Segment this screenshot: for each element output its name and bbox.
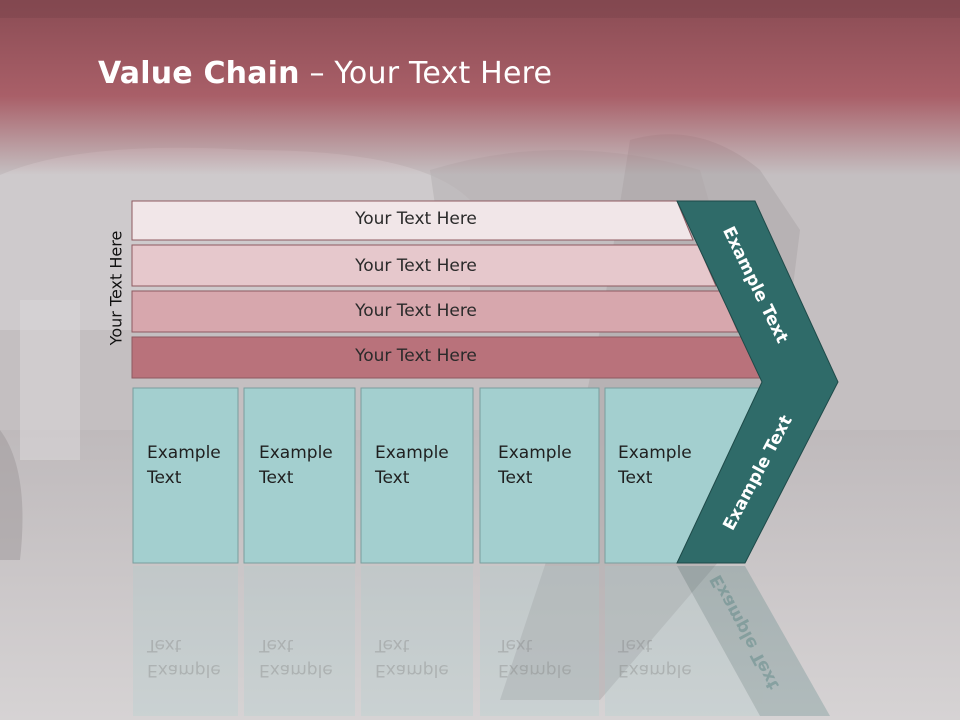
column-label-2: Example Text xyxy=(259,441,333,491)
column-reflection-4-line2: Text xyxy=(498,635,533,655)
bar-shape-2 xyxy=(131,244,717,287)
column-label-3: Example Text xyxy=(375,441,449,491)
title-rest: – Your Text Here xyxy=(299,56,553,91)
column-reflection-1-line1: Example xyxy=(147,660,221,680)
column-shape-1 xyxy=(132,387,239,564)
title-bold: Value Chain xyxy=(98,56,300,91)
column-reflection-5-line2: Text xyxy=(618,635,653,655)
bar-label-3: Your Text Here xyxy=(355,301,477,321)
column-reflection-2: Example Text xyxy=(259,632,333,682)
column-label-2-line1: Example xyxy=(259,443,333,463)
column-reflection-5: Example Text xyxy=(618,632,692,682)
column-reflection-4: Example Text xyxy=(498,632,572,682)
column-shape-4 xyxy=(479,387,600,564)
chevron-shape xyxy=(676,200,839,564)
column-shape-2 xyxy=(243,387,356,564)
column-label-1-line2: Text xyxy=(147,468,182,488)
column-label-3-line1: Example xyxy=(375,443,449,463)
bar-label-2: Your Text Here xyxy=(355,256,477,276)
column-label-4-line2: Text xyxy=(498,468,533,488)
bar-shape-1 xyxy=(131,200,694,241)
column-reflection-1: Example Text xyxy=(147,632,221,682)
column-reflection-2-line2: Text xyxy=(259,635,294,655)
column-reflection-4-line1: Example xyxy=(498,660,572,680)
column-shape-3 xyxy=(360,387,474,564)
column-reflection-5-line1: Example xyxy=(618,660,692,680)
bar-label-4: Your Text Here xyxy=(355,346,477,366)
slide-title: Value Chain – Your Text Here xyxy=(98,56,552,91)
bar-label-1: Your Text Here xyxy=(355,209,477,229)
column-reflection-3-line1: Example xyxy=(375,660,449,680)
column-reflection-2-line1: Example xyxy=(259,660,333,680)
column-label-4-line1: Example xyxy=(498,443,572,463)
column-label-4: Example Text xyxy=(498,441,572,491)
diagram-reflection xyxy=(133,566,830,716)
column-reflection-3: Example Text xyxy=(375,632,449,682)
column-label-5-line2: Text xyxy=(618,468,653,488)
column-reflection-3-line2: Text xyxy=(375,635,410,655)
column-label-2-line2: Text xyxy=(259,468,294,488)
column-label-5: Example Text xyxy=(618,441,692,491)
column-reflection-1-line2: Text xyxy=(147,635,182,655)
column-label-5-line1: Example xyxy=(618,443,692,463)
column-label-1-line1: Example xyxy=(147,443,221,463)
column-label-1: Example Text xyxy=(147,441,221,491)
column-label-3-line2: Text xyxy=(375,468,410,488)
